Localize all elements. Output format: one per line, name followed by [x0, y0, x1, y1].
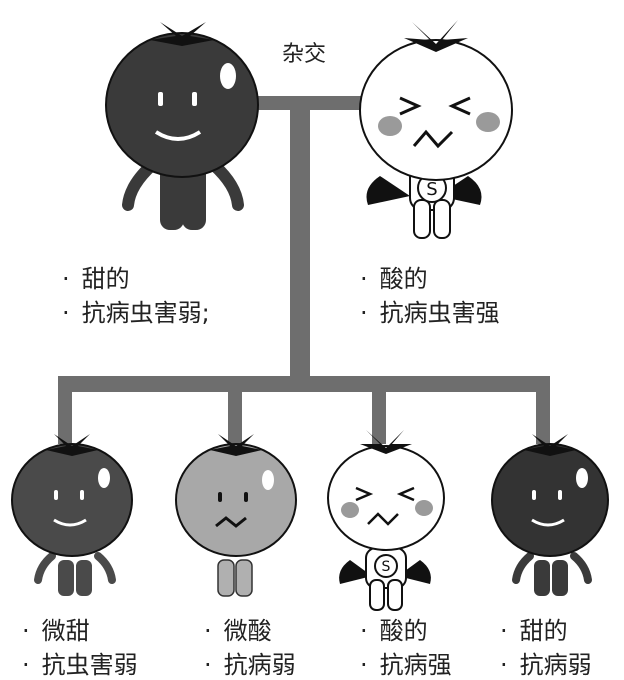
trait-line: 抗病虫害弱; [62, 296, 210, 330]
offspring-4-traits: 甜的 抗病弱 [500, 614, 592, 680]
offspring-tomato-1 [11, 434, 133, 596]
trait-line: 抗病弱 [500, 648, 592, 680]
trait-line: 微甜 [22, 614, 138, 648]
calyx-icon [404, 20, 468, 52]
trait-line: 抗虫害弱 [22, 648, 138, 680]
parent-2-traits: 酸的 抗病虫害强 [360, 262, 500, 330]
cross-label: 杂交 [282, 42, 327, 67]
svg-text:S: S [382, 559, 391, 575]
trait-line: 酸的 [360, 262, 500, 296]
offspring-2-traits: 微酸 抗病弱 [204, 614, 296, 680]
offspring-tomato-3: S [327, 430, 445, 611]
offspring-tomato-4 [491, 434, 609, 596]
parent-1-traits: 甜的 抗病虫害弱; [62, 262, 210, 330]
cross-connector [58, 96, 550, 444]
trait-line: 抗病弱 [204, 648, 296, 680]
trait-line: 酸的 [360, 614, 452, 648]
svg-text:S: S [426, 179, 437, 200]
parent-tomato-sweet [105, 22, 259, 230]
calyx-icon [150, 22, 214, 46]
trait-line: 甜的 [62, 262, 210, 296]
trait-line: 甜的 [500, 614, 592, 648]
trait-line: 微酸 [204, 614, 296, 648]
trait-line: 抗病强 [360, 648, 452, 680]
offspring-3-traits: 酸的 抗病强 [360, 614, 452, 680]
offspring-tomato-2 [175, 434, 297, 597]
trait-line: 抗病虫害强 [360, 296, 500, 330]
offspring-1-traits: 微甜 抗虫害弱 [22, 614, 138, 680]
parent-tomato-sour: S [359, 20, 513, 239]
